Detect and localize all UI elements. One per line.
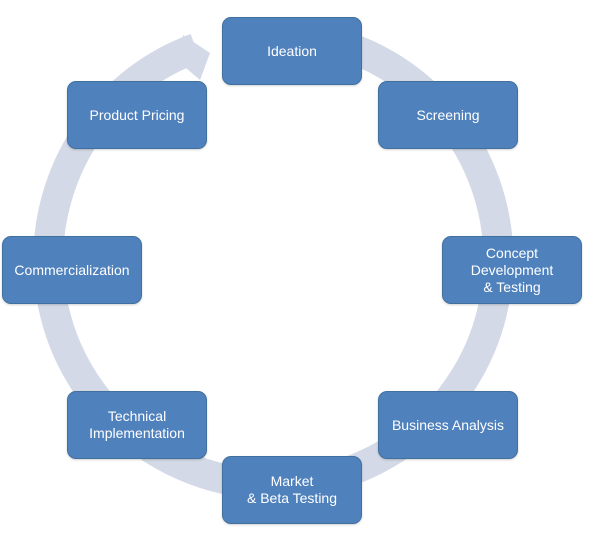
step-concept-development: Concept Development & Testing (442, 236, 582, 304)
step-market-beta-testing-label: Market & Beta Testing (246, 473, 338, 506)
step-commercialization-label: Commercialization (14, 261, 130, 278)
step-technical-implementation-label: Technical Implementation (89, 408, 185, 441)
step-ideation-label: Ideation (267, 42, 317, 59)
step-screening-label: Screening (416, 106, 480, 123)
step-business-analysis: Business Analysis (378, 391, 518, 459)
step-product-pricing: Product Pricing (67, 81, 207, 149)
step-commercialization: Commercialization (2, 236, 142, 304)
step-product-pricing-label: Product Pricing (89, 106, 185, 123)
cycle-arrowhead-icon (180, 35, 210, 80)
step-ideation: Ideation (222, 17, 362, 85)
step-market-beta-testing: Market & Beta Testing (222, 456, 362, 524)
step-business-analysis-label: Business Analysis (391, 416, 505, 433)
step-screening: Screening (378, 81, 518, 149)
step-concept-development-label: Concept Development & Testing (470, 244, 554, 295)
step-technical-implementation: Technical Implementation (67, 391, 207, 459)
